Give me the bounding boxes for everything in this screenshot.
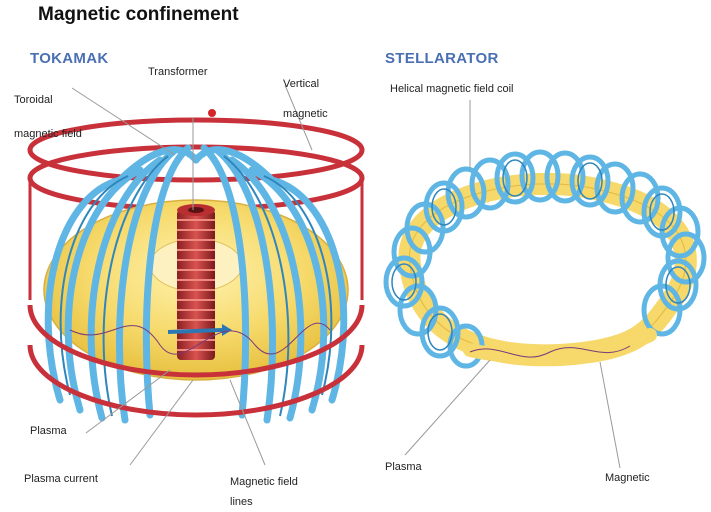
transformer-solenoid <box>177 204 215 360</box>
stellarator-diagram <box>386 100 704 468</box>
label-magnetic-field-lines: Magnetic field lines <box>230 472 300 512</box>
label-plasma: Plasma <box>30 425 67 438</box>
label-plasma-current: Plasma current <box>24 473 98 486</box>
label-transformer: Transformer <box>148 64 226 81</box>
label-vertical-magnetic: Vertical magnetic <box>283 69 345 129</box>
label-stellarator-plasma: Plasma <box>385 461 422 474</box>
label-toroidal-field: Toroidal magnetic field <box>14 83 84 153</box>
field-direction-dot <box>208 109 216 117</box>
label-helical-coil: Helical magnetic field coil <box>390 83 514 96</box>
label-stellarator-magnetic: Magnetic <box>605 472 650 485</box>
